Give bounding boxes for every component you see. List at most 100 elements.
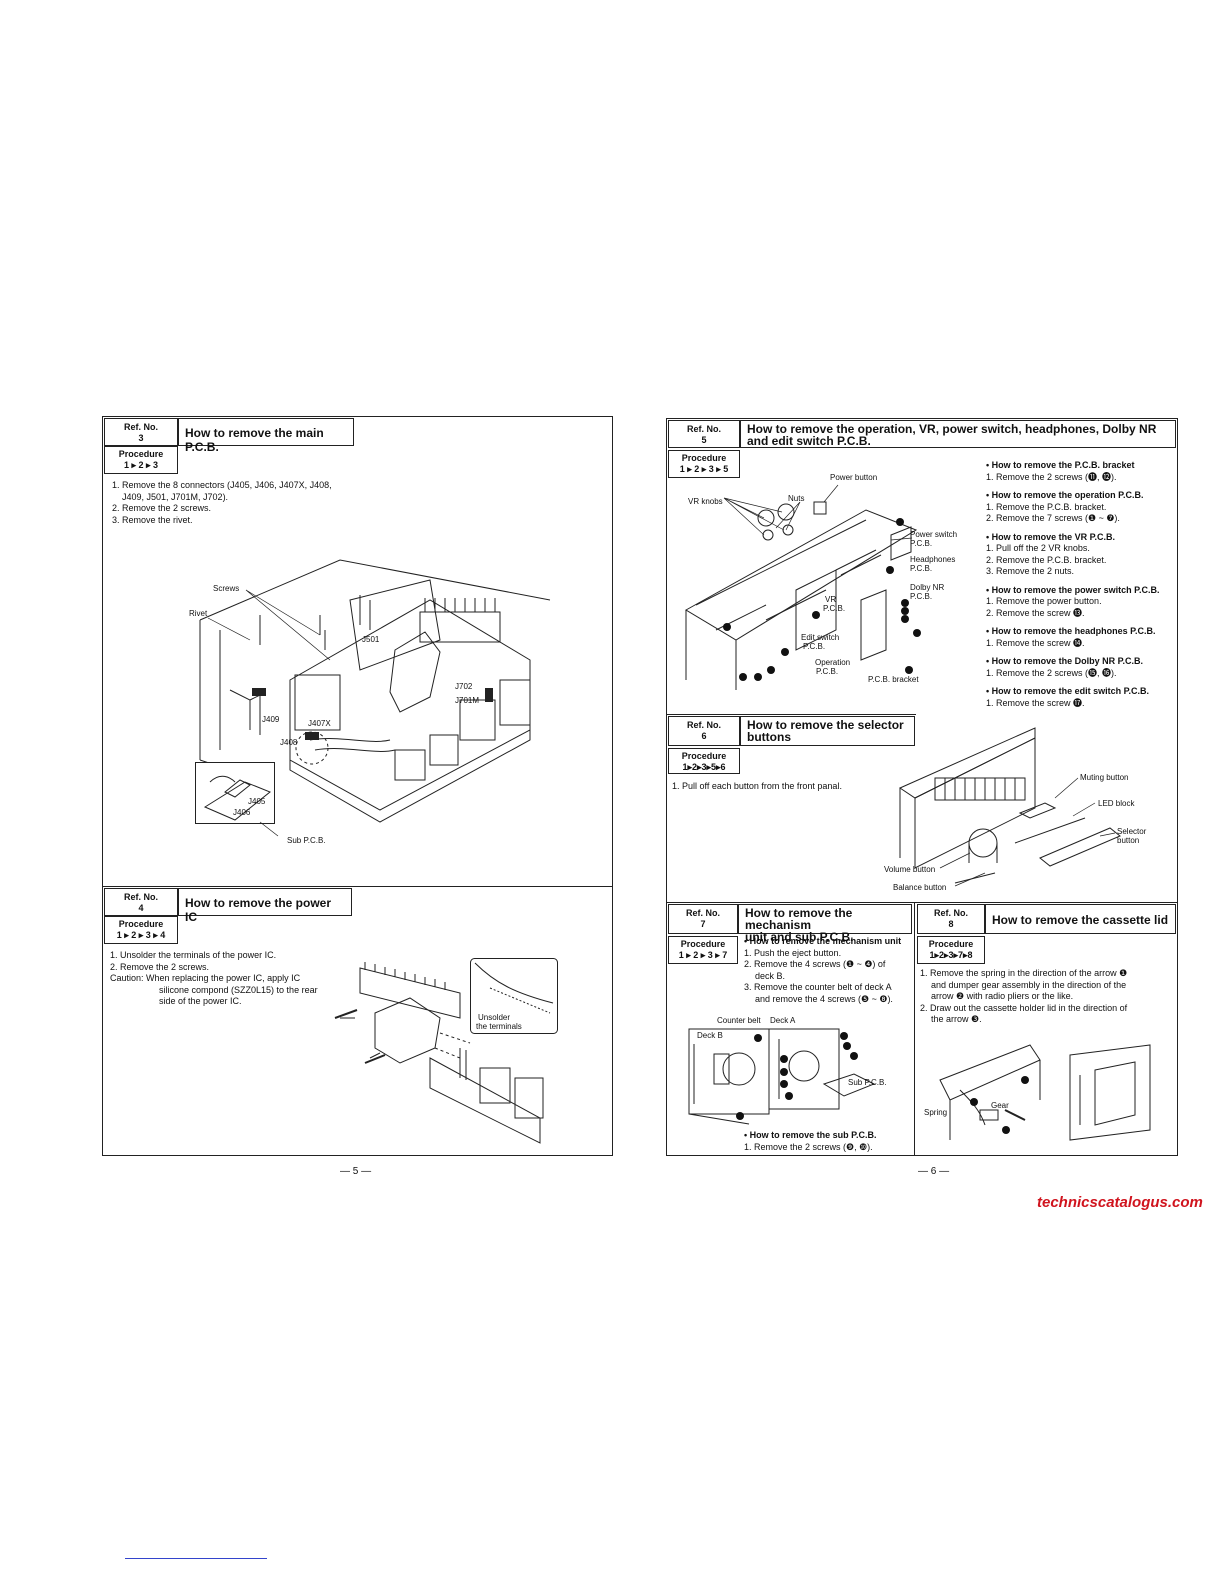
step: 3. Remove the 2 nuts.: [986, 566, 1075, 576]
step-list-6: 1. Pull off each button from the front p…: [672, 781, 892, 793]
title-line: and edit switch P.C.B.: [747, 434, 871, 448]
procedure-steps: 1 ▸ 2 ▸ 3 ▸ 4: [116, 930, 166, 940]
label-j501: J501: [362, 635, 380, 644]
step: 1. Remove the spring in the direction of…: [920, 968, 1128, 978]
title-line: unit and sub P.C.B.: [745, 930, 854, 944]
group-heading: • How to remove the sub P.C.B.: [744, 1130, 877, 1140]
label-headphones-pcb: P.C.B.: [910, 564, 933, 573]
label-j405: J405: [248, 797, 266, 806]
label-operation: Operation: [815, 658, 851, 667]
procedure-box-8: Procedure 1▸2▸3▸7▸8: [917, 936, 985, 964]
step: 2. Remove the 2 screws.: [110, 961, 210, 972]
label-edit-switch-pcb: P.C.B.: [803, 642, 826, 651]
group-heading: • How to remove the mechanism unit: [744, 936, 902, 946]
ref-no-label: Ref. No.: [123, 892, 158, 902]
step: 1. Remove the 2 screws (⓯, ⓰).: [986, 667, 1117, 678]
label-pcb-bracket: P.C.B. bracket: [868, 675, 919, 684]
right-page-frame: [666, 418, 1178, 1156]
label-sub-pcb: Sub P.C.B.: [287, 836, 326, 845]
mechanism-illustration: [688, 1028, 876, 1125]
label-deck-b: Deck B: [697, 1031, 723, 1040]
procedure-label: Procedure: [118, 919, 164, 929]
step: 1. Pull off each button from the front p…: [672, 781, 842, 791]
page-number-left: — 5 —: [340, 1166, 372, 1177]
step: 1. Remove the screw ⓮.: [986, 637, 1085, 648]
label-terminals: the terminals: [476, 1022, 522, 1031]
group-heading: • How to remove the VR P.C.B.: [986, 531, 1116, 542]
step: 1. Push the eject button.: [744, 947, 842, 958]
sub-pcb-inset: [195, 762, 275, 824]
ref-no-value: 3: [138, 433, 144, 443]
label-rivet: Rivet: [189, 609, 208, 618]
step: 2. Remove the 4 screws (❶ ~ ❹) of: [744, 959, 886, 969]
section-divider-vertical: [914, 902, 915, 1156]
sec5-instructions: • How to remove the P.C.B. bracket 1. Re…: [986, 460, 1176, 709]
step: 2. Draw out the cassette holder lid in t…: [920, 1002, 1128, 1013]
label-vr-knobs: VR knobs: [688, 497, 723, 506]
section-title-8: How to remove the cassette lid: [985, 904, 1176, 934]
procedure-label: Procedure: [681, 751, 727, 761]
procedure-steps: 1 ▸ 2 ▸ 3: [123, 460, 159, 470]
procedure-box-7: Procedure 1 ▸ 2 ▸ 3 ▸ 7: [668, 936, 738, 964]
procedure-box-6: Procedure 1▸2▸3▸5▸6: [668, 748, 740, 774]
group-heading: • How to remove the edit switch P.C.B.: [986, 686, 1150, 696]
label-selector-button: button: [1117, 836, 1140, 845]
label-spring: Spring: [924, 1108, 948, 1117]
step-list-7b: • How to remove the sub P.C.B. 1. Remove…: [744, 1130, 914, 1153]
procedure-steps: 1 ▸ 2 ▸ 3 ▸ 7: [678, 950, 728, 960]
group-heading: • How to remove the headphones P.C.B.: [986, 626, 1156, 636]
group: • How to remove the edit switch P.C.B. 1…: [986, 686, 1176, 709]
label-j702: J702: [455, 682, 473, 691]
procedure-label: Procedure: [681, 453, 727, 463]
ref-no-label: Ref. No.: [686, 424, 721, 434]
procedure-label: Procedure: [118, 449, 164, 459]
step: deck B.: [755, 970, 786, 981]
label-j701m: J701M: [455, 696, 480, 705]
label-muting-button: Muting button: [1080, 773, 1129, 782]
title-line: How to remove the operation, VR, power s…: [747, 422, 1157, 436]
procedure-steps: 1 ▸ 2 ▸ 3 ▸ 5: [679, 464, 729, 474]
step: the arrow ❸.: [931, 1014, 982, 1024]
label-j408: J408: [280, 738, 298, 747]
step-list-7a: • How to remove the mechanism unit 1. Pu…: [744, 936, 914, 1005]
step: 2. Remove the P.C.B. bracket.: [986, 554, 1107, 565]
label-nuts: Nuts: [788, 494, 805, 503]
step: side of the power IC.: [159, 996, 242, 1006]
step: 3. Remove the counter belt of deck A: [744, 982, 892, 992]
left-page-frame: [102, 416, 613, 1156]
section-title-5: How to remove the operation, VR, power s…: [740, 420, 1176, 448]
step: 1. Remove the 2 screws (❾, ❿).: [744, 1141, 873, 1152]
ref-no-box-6: Ref. No. 6: [668, 716, 740, 746]
step: 2. Remove the screw ⓭.: [986, 607, 1085, 618]
label-j407x: J407X: [308, 719, 331, 728]
step: silicone compond (SZZ0L15) to the rear: [159, 984, 318, 995]
step: 1. Remove the 8 connectors (J405, J406, …: [112, 480, 332, 490]
ref-no-box-5: Ref. No. 5: [668, 420, 740, 448]
label-power-switch-pcb: P.C.B.: [910, 539, 933, 548]
group: • How to remove the VR P.C.B. 1. Pull of…: [986, 532, 1176, 578]
step: Caution: When replacing the power IC, ap…: [110, 973, 301, 983]
step: and dumper gear assembly in the directio…: [931, 979, 1127, 990]
page-number-right: — 6 —: [918, 1166, 950, 1177]
leader-lines-3: [207, 589, 331, 837]
title-line: How to remove the mechanism: [745, 906, 853, 932]
power-ic-illustration: [334, 962, 544, 1144]
step: and remove the 4 screws (❺ ~ ❽).: [755, 993, 893, 1004]
ref-no-value: 6: [701, 731, 707, 741]
step: J409, J501, J701M, J702).: [122, 491, 229, 502]
step: 1. Remove the screw ⓱.: [986, 697, 1085, 708]
ref-no-label: Ref. No.: [686, 720, 721, 730]
procedure-box-4: Procedure 1 ▸ 2 ▸ 3 ▸ 4: [104, 916, 178, 944]
label-edit-switch: Edit switch: [801, 633, 840, 642]
label-vr-pcb: P.C.B.: [823, 604, 846, 613]
step: 1. Remove the 2 screws (⓫, ⓬).: [986, 471, 1117, 482]
group: • How to remove the operation P.C.B. 1. …: [986, 490, 1176, 525]
label-operation-pcb: P.C.B.: [816, 667, 839, 676]
ref-no-box-4: Ref. No. 4: [104, 888, 178, 916]
label-j409: J409: [262, 715, 280, 724]
ref-no-value: 5: [701, 435, 707, 445]
group: • How to remove the Dolby NR P.C.B. 1. R…: [986, 656, 1176, 679]
procedure-box-5: Procedure 1 ▸ 2 ▸ 3 ▸ 5: [668, 450, 740, 478]
label-dolby: Dolby NR: [910, 583, 945, 592]
group: • How to remove the P.C.B. bracket 1. Re…: [986, 460, 1176, 483]
